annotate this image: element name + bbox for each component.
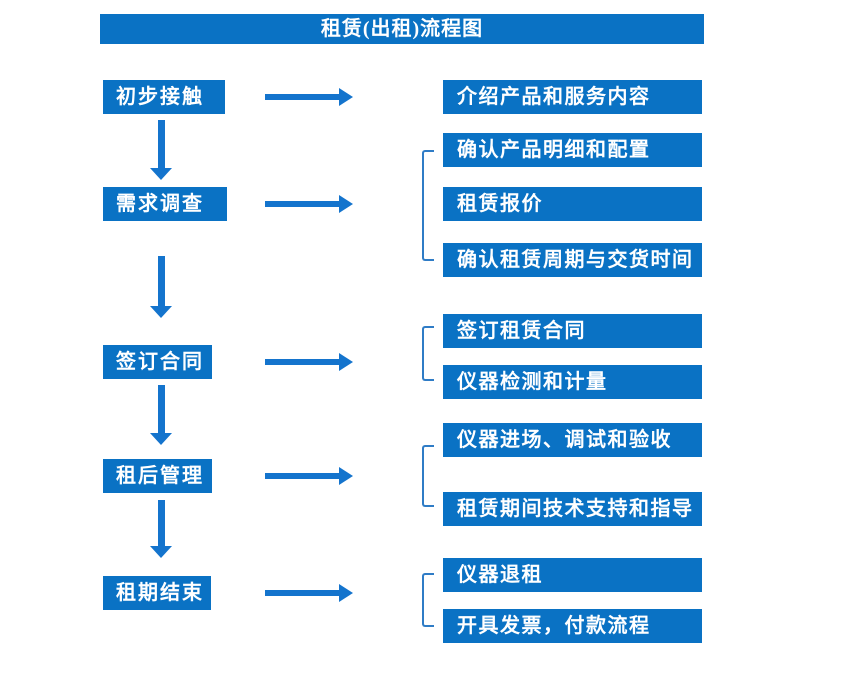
arrow-head [150, 433, 172, 445]
arrow-head [339, 195, 353, 213]
arrow-head [339, 88, 353, 106]
arrow-stem [265, 359, 339, 365]
detail-box-invoice-payment: 开具发票，付款流程 [443, 609, 702, 643]
arrow-down-icon [150, 120, 172, 180]
arrow-stem [265, 590, 339, 596]
arrow-right-icon [265, 467, 353, 485]
step-box-demand-survey: 需求调查 [103, 187, 227, 221]
detail-box-confirm-period: 确认租赁周期与交货时间 [443, 243, 702, 277]
arrow-stem [265, 201, 339, 207]
detail-box-confirm-product-spec: 确认产品明细和配置 [443, 133, 702, 167]
arrow-right-icon [265, 353, 353, 371]
arrow-down-icon [150, 500, 172, 558]
group-bracket-post-rental-mgmt [422, 445, 434, 507]
detail-box-introduce-products: 介绍产品和服务内容 [443, 80, 702, 114]
arrow-head [339, 353, 353, 371]
detail-box-tech-support: 租赁期间技术支持和指导 [443, 492, 702, 526]
group-bracket-demand-survey [422, 150, 434, 261]
arrow-right-icon [265, 195, 353, 213]
page-title: 租赁(出租)流程图 [100, 14, 704, 44]
arrow-stem [265, 473, 339, 479]
step-box-initial-contact: 初步接触 [103, 80, 225, 114]
arrow-head [339, 584, 353, 602]
arrow-stem [157, 120, 165, 168]
group-bracket-sign-contract [422, 326, 434, 381]
step-box-sign-contract: 签订合同 [103, 345, 212, 379]
arrow-stem [265, 94, 339, 100]
arrow-down-icon [150, 256, 172, 318]
arrow-stem [157, 500, 165, 546]
arrow-right-icon [265, 584, 353, 602]
detail-box-sign-rental-contract: 签订租赁合同 [443, 314, 702, 348]
detail-box-rental-quote: 租赁报价 [443, 187, 702, 221]
arrow-right-icon [265, 88, 353, 106]
arrow-head [150, 546, 172, 558]
step-box-rental-end: 租期结束 [103, 576, 211, 610]
detail-box-instrument-return: 仪器退租 [443, 558, 702, 592]
group-bracket-rental-end [422, 573, 434, 627]
arrow-head [150, 168, 172, 180]
arrow-head [339, 467, 353, 485]
step-box-post-rental-mgmt: 租后管理 [103, 459, 212, 493]
detail-box-instrument-testing: 仪器检测和计量 [443, 365, 702, 399]
arrow-down-icon [150, 385, 172, 445]
detail-box-instrument-delivery: 仪器进场、调试和验收 [443, 423, 702, 457]
arrow-head [150, 306, 172, 318]
arrow-stem [157, 256, 165, 306]
arrow-stem [157, 385, 165, 433]
